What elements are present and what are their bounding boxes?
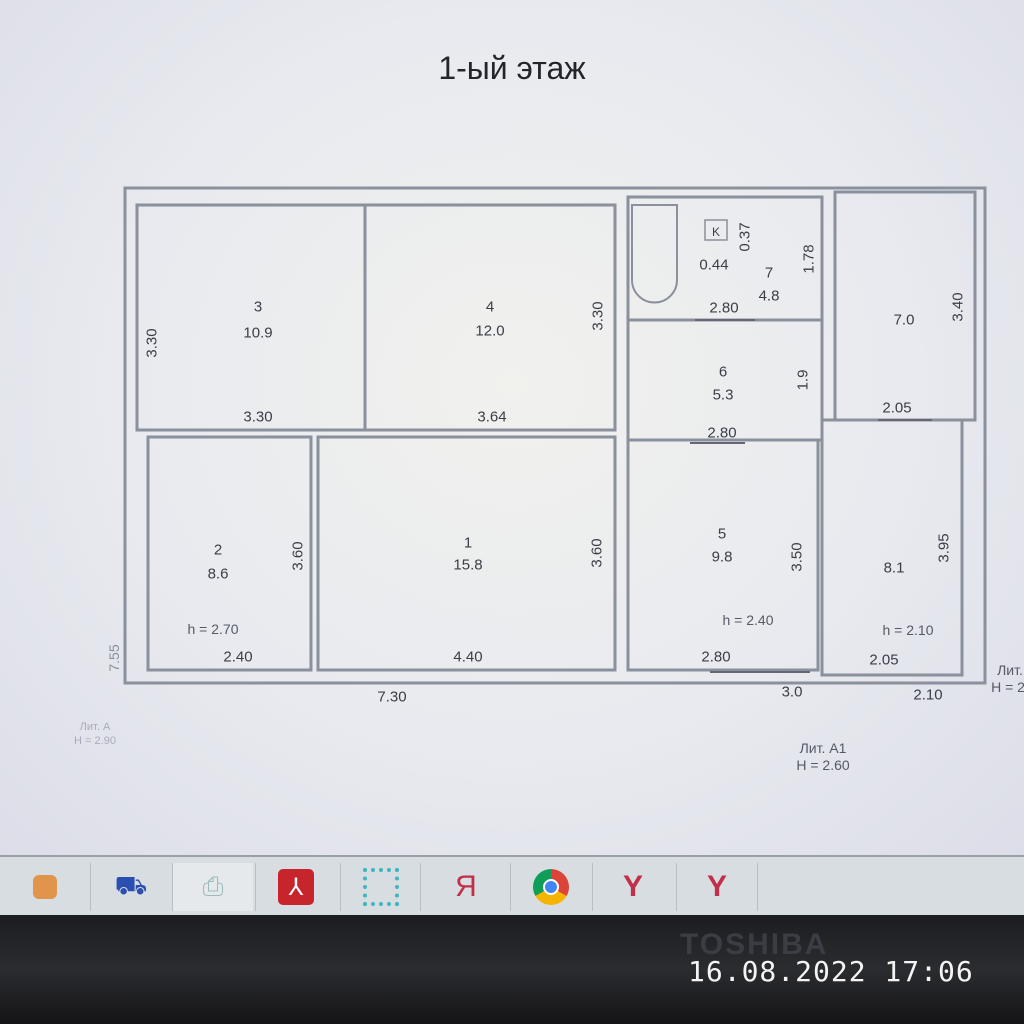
dim-r7-a: 0.44 — [699, 256, 729, 274]
liter-a1-name: Лит. А1 — [799, 740, 847, 756]
room-2-area: 8.6 — [207, 565, 229, 583]
dim-mid-width: 3.0 — [781, 683, 803, 701]
liter-right-name: Лит. — [997, 662, 1023, 678]
dim-r5-height: 3.50 — [788, 542, 806, 572]
dim-r5-width: 2.80 — [701, 648, 731, 666]
liter-a1-height: H = 2.60 — [796, 757, 850, 773]
pdf-icon: ⅄ — [278, 869, 314, 905]
room-7-area: 4.8 — [758, 287, 780, 305]
dim-r1-height: 3.60 — [588, 538, 606, 568]
height-label-3: h = 2.10 — [882, 622, 934, 638]
taskbar-chrome[interactable] — [510, 863, 591, 911]
dim-r3-width: 3.30 — [243, 408, 273, 426]
room-3-area: 10.9 — [243, 324, 273, 342]
room-6-number: 6 — [718, 363, 728, 381]
room-5-outline — [626, 438, 820, 672]
taskbar-yandex-browser-2[interactable]: Y — [676, 863, 758, 911]
dim-r2-height: 3.60 — [289, 541, 307, 571]
yandex-browser-icon: Y — [706, 870, 727, 903]
yandex-icon: Я — [455, 870, 477, 903]
dim-rb-height: 3.95 — [935, 533, 953, 563]
room-4-area: 12.0 — [475, 322, 505, 340]
height-label-1: h = 2.70 — [187, 621, 239, 637]
liter-left-name: Лит. А — [79, 721, 111, 733]
dim-ra-height: 3.40 — [949, 292, 967, 322]
bathtub-icon — [631, 204, 678, 304]
room-3-outline — [135, 203, 367, 432]
dim-left-total: 7.55 — [106, 644, 122, 672]
photo-timestamp: 16.08.2022 17:06 — [688, 955, 974, 988]
dim-r7-height: 1.78 — [800, 244, 818, 274]
taskbar-pdf-reader[interactable]: ⅄ — [255, 863, 336, 911]
chrome-icon — [533, 869, 569, 905]
taskbar-media-player[interactable] — [0, 863, 90, 911]
dim-r2-width: 2.40 — [223, 648, 253, 666]
laptop-brand: TOSHIBA — [680, 928, 829, 961]
room-4-number: 4 — [485, 298, 495, 316]
taskbar-printer[interactable]: ⎙ — [172, 863, 253, 911]
dim-r6-height: 1.9 — [794, 369, 812, 391]
room-5-number: 5 — [717, 525, 727, 543]
room-5-area: 9.8 — [711, 548, 733, 566]
dim-r7-k: 0.37 — [736, 222, 754, 252]
dim-r3-height: 3.30 — [143, 328, 161, 358]
taskbar-network[interactable]: ⛟ — [90, 863, 171, 911]
taskbar: ⛟ ⎙ ⅄ Я Y Y — [0, 855, 1024, 917]
dim-r1-width: 4.40 — [453, 648, 483, 666]
dim-total-width: 7.30 — [377, 688, 407, 706]
room-7-number: 7 — [764, 264, 774, 282]
kitchen-mark: K — [711, 225, 721, 239]
yandex-browser-icon: Y — [622, 870, 643, 903]
dim-ra-width: 2.05 — [882, 399, 912, 417]
outer-wall — [123, 186, 987, 685]
room-3-number: 3 — [253, 298, 263, 316]
dim-r6-width: 2.80 — [707, 424, 737, 442]
liter-right-height: H = 2 — [991, 679, 1024, 695]
room-area-7-0: 7.0 — [893, 311, 915, 329]
dim-r4-height: 3.30 — [589, 301, 607, 331]
dim-rb-width: 2.05 — [869, 651, 899, 669]
room-1-number: 1 — [463, 534, 473, 552]
laptop-bezel — [0, 915, 1024, 1024]
taskbar-yandex[interactable]: Я — [420, 863, 511, 911]
dim-r7-width: 2.80 — [709, 299, 739, 317]
room-6-area: 5.3 — [712, 386, 734, 404]
room-2-number: 2 — [213, 541, 223, 559]
liter-left-height: H = 2.90 — [74, 735, 116, 747]
printer-icon: ⎙ — [202, 871, 224, 901]
room-2-outline — [146, 435, 313, 672]
frame-icon — [363, 868, 399, 906]
room-area-8-1: 8.1 — [883, 559, 905, 577]
boiler-icon — [704, 219, 728, 241]
play-icon — [33, 875, 57, 899]
dim-right-width: 2.10 — [913, 686, 943, 704]
floor-plan — [123, 186, 987, 685]
screen: 1-ый этаж 3 10.9 4 12.0 2 8.6 1 15.8 7 4… — [0, 0, 1024, 855]
taskbar-yandex-browser[interactable]: Y — [592, 863, 673, 911]
height-label-2: h = 2.40 — [722, 612, 774, 628]
room-1-area: 15.8 — [453, 556, 483, 574]
page-title: 1-ый этаж — [438, 50, 586, 86]
room-1-outline — [316, 435, 617, 672]
dim-r4-width: 3.64 — [477, 408, 507, 426]
network-icon: ⛟ — [114, 869, 148, 900]
taskbar-editor[interactable] — [340, 863, 421, 911]
room-4-outline — [363, 203, 617, 432]
